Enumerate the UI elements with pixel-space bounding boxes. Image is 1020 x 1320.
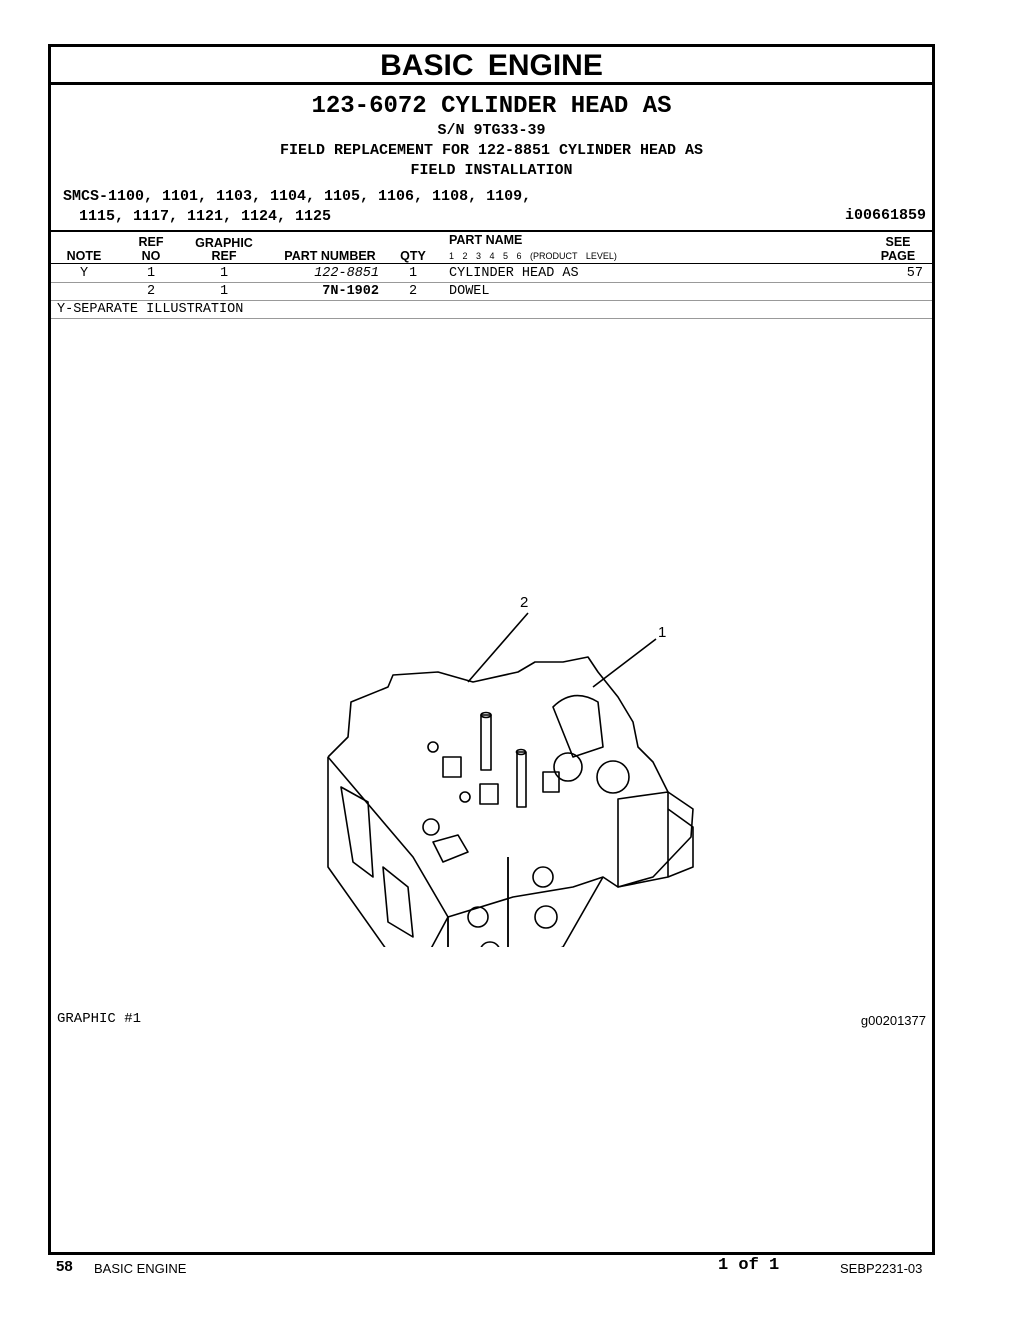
footer-page-count: 1 of 1: [718, 1256, 780, 1275]
header-rule: [51, 263, 932, 264]
left-face: [327, 757, 449, 947]
right-boss: [617, 791, 669, 888]
col-note: NOTE: [66, 249, 102, 263]
footnote-rule: [51, 318, 932, 319]
front-face-right: [507, 857, 604, 947]
top-cavity: [552, 694, 604, 758]
part-title: 123-6072 CYLINDER HEAD AS: [311, 93, 672, 120]
row1-graphic-ref: 1: [219, 266, 229, 281]
row2-graphic-ref: 1: [219, 284, 229, 299]
illustration-id: i00661859: [844, 207, 926, 224]
col-ref-no: NO: [141, 249, 161, 263]
left-port: [340, 786, 374, 878]
replacement-note: FIELD REPLACEMENT FOR 122-8851 CYLINDER …: [279, 142, 704, 159]
port-hole: [532, 866, 554, 888]
col-qty: QTY: [400, 249, 426, 263]
row1-ref-no: 1: [146, 266, 156, 281]
table-top-rule: [51, 230, 932, 232]
table-footnote: Y-SEPARATE ILLUSTRATION: [57, 302, 244, 317]
col-see-page: PAGE: [880, 249, 916, 263]
smcs-codes-line-1: SMCS-1100, 1101, 1103, 1104, 1105, 1106,…: [63, 188, 532, 205]
installation-note: FIELD INSTALLATION: [410, 162, 573, 179]
row-rule: [51, 300, 932, 301]
serial-number: S/N 9TG33-39: [437, 122, 546, 139]
dowel: [516, 751, 527, 808]
dowel: [480, 714, 492, 771]
row2-ref-no: 2: [146, 284, 156, 299]
footer-section: BASIC ENGINE: [94, 1261, 187, 1276]
smcs-codes-line-2: 1115, 1117, 1121, 1124, 1125: [79, 208, 332, 225]
small-hole: [422, 818, 440, 836]
row1-qty: 1: [408, 266, 418, 281]
dowel-top: [515, 748, 527, 756]
left-port-lower: [382, 866, 414, 938]
right-boss-side: [667, 808, 694, 878]
row1-note: Y: [79, 266, 89, 281]
col-part-number: PART NUMBER: [284, 249, 376, 263]
row1-part-number[interactable]: 122-8851: [314, 266, 379, 281]
leader-line-2: [467, 612, 529, 683]
callout-1: 1: [658, 624, 666, 641]
row-rule: [51, 282, 932, 283]
row2-part-name: DOWEL: [449, 284, 490, 299]
port-hole: [534, 905, 558, 929]
col-see: SEE: [885, 235, 911, 249]
callout-2: 2: [520, 594, 528, 611]
top-boss: [442, 756, 462, 778]
dowel-top: [480, 711, 492, 719]
footer-doc-id: SEBP2231-03: [840, 1261, 923, 1276]
row2-qty: 2: [408, 284, 418, 299]
port-hole: [467, 906, 489, 928]
row1-see-page[interactable]: 57: [906, 266, 923, 281]
top-bore: [553, 752, 583, 782]
head-top-outline: [327, 656, 694, 947]
port-hole: [480, 941, 500, 947]
row2-part-number[interactable]: 7N-1902: [322, 284, 379, 299]
top-boss: [542, 771, 560, 793]
cylinder-head-drawing: 2 1: [327, 594, 694, 947]
leader-line-1: [592, 638, 657, 688]
left-face-edge: [327, 756, 449, 918]
row1-part-name: CYLINDER HEAD AS: [449, 266, 579, 281]
col-part-name: PART NAME: [449, 233, 523, 247]
top-pocket: [432, 834, 469, 863]
top-boss: [479, 783, 499, 805]
footer-page-number: 58: [56, 1258, 73, 1275]
col-ref: REF: [138, 235, 164, 249]
small-hole: [459, 791, 471, 803]
top-bore: [596, 760, 630, 794]
graphic-label: GRAPHIC #1: [57, 1011, 142, 1027]
section-title: BASIC ENGINE: [51, 47, 932, 85]
page-frame: BASIC ENGINE 123-6072 CYLINDER HEAD AS S…: [48, 44, 935, 1255]
product-levels: 1 2 3 4 5 6 (PRODUCT LEVEL): [449, 251, 617, 261]
small-hole: [427, 741, 439, 753]
col-graphic: GRAPHIC: [195, 236, 253, 250]
graphic-id: g00201377: [860, 1013, 926, 1028]
col-graphic-ref: REF: [211, 249, 237, 263]
